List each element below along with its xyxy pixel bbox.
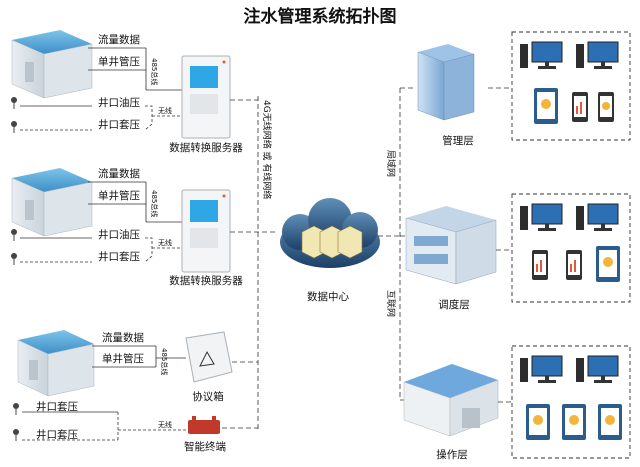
smartphone-icon — [598, 92, 614, 122]
label-flow-data: 流量数据 — [102, 331, 144, 344]
server-stack-icon — [301, 225, 363, 259]
label-wellhead-oil-pressure: 井口油压 — [98, 96, 140, 109]
dispatch-clients-panel — [511, 193, 631, 303]
sensor-icon — [11, 253, 17, 265]
dispatch-layer: 调度层 — [405, 206, 512, 311]
warehouse-icon — [403, 364, 499, 437]
label-wellhead-casing-pressure: 井口套压 — [98, 118, 140, 131]
protocol-box-icon — [185, 331, 233, 383]
office-tower-icon — [417, 44, 475, 121]
label-single-well-pressure: 单井管压 — [98, 189, 140, 202]
label-lan: 局域网 — [385, 150, 397, 177]
sensor-icon — [11, 229, 17, 241]
data-server-icon — [181, 55, 231, 139]
label-flow-data: 流量数据 — [98, 167, 140, 180]
tablet-icon — [596, 246, 620, 282]
label-internet: 互联网 — [385, 290, 396, 317]
office-building-icon — [405, 206, 497, 285]
diagram-title: 注水管理系统拓扑图 — [244, 6, 397, 27]
tablet-icon — [526, 404, 550, 440]
tablet-icon — [562, 404, 586, 440]
data-server-icon — [181, 189, 231, 273]
smart-terminal-icon — [188, 416, 220, 434]
smartphone-icon — [566, 250, 582, 280]
management-clients-panel — [511, 31, 631, 141]
smartphone-icon — [572, 92, 588, 122]
label-flow-data: 流量数据 — [98, 33, 140, 46]
label-dispatch-layer: 调度层 — [438, 298, 470, 311]
label-data-server: 数据转换服务器 — [169, 141, 243, 154]
label-wireless: 无线 — [158, 238, 172, 247]
desktop-computer-icon — [576, 355, 619, 383]
sensor-icon — [11, 97, 17, 109]
station-house-icon — [17, 330, 95, 397]
desktop-computer-icon — [576, 41, 619, 69]
label-data-center: 数据中心 — [307, 290, 349, 303]
label-data-server: 数据转换服务器 — [169, 274, 243, 287]
label-rs485-bus: 485总线 — [160, 348, 169, 375]
label-wireless: 无线 — [158, 420, 172, 429]
label-wellhead-oil-pressure: 井口油压 — [98, 228, 140, 241]
sensor-icon — [13, 403, 19, 415]
label-wellhead-casing-pressure: 井口套压 — [36, 400, 78, 413]
label-wellhead-casing-pressure: 井口套压 — [98, 250, 140, 263]
management-layer: 管理层 — [417, 44, 512, 147]
label-protocol-box: 协议箱 — [192, 390, 224, 403]
desktop-computer-icon — [576, 203, 619, 231]
desktop-computer-icon — [520, 203, 563, 231]
operation-layer: 操作层 — [403, 364, 512, 461]
label-operation-layer: 操作层 — [436, 448, 468, 461]
sensor-icon — [11, 121, 17, 133]
label-rs485-bus: 485总线 — [150, 58, 159, 85]
label-single-well-pressure: 单井管压 — [102, 352, 144, 365]
station-2: 流量数据 单井管压 485总线 井口油压 井口套压 无线 数据转换服务器 — [11, 167, 278, 287]
data-center: 数据中心 — [280, 198, 400, 303]
tablet-icon — [534, 88, 558, 124]
station-house-icon — [11, 30, 93, 99]
station-house-icon — [11, 168, 93, 237]
label-rs485-bus: 485总线 — [150, 190, 159, 217]
tablet-icon — [598, 404, 622, 440]
sensor-icon — [13, 429, 19, 441]
label-network-4g: 4G无线网络 或 有线网络 — [261, 100, 273, 199]
station-3: 流量数据 单井管压 485总线 协议箱 井口套压 井口套压 无线 智能终端 — [13, 330, 258, 453]
desktop-computer-icon — [520, 41, 563, 69]
label-wellhead-casing-pressure: 井口套压 — [36, 428, 78, 441]
operation-clients-panel — [511, 345, 631, 459]
label-management-layer: 管理层 — [442, 134, 474, 147]
label-wireless: 无线 — [158, 106, 172, 115]
station-1: 流量数据 单井管压 485总线 井口油压 井口套压 无线 数据转换服务器 — [11, 30, 258, 154]
label-smart-terminal: 智能终端 — [184, 440, 226, 453]
desktop-computer-icon — [520, 355, 563, 383]
label-single-well-pressure: 单井管压 — [98, 55, 140, 68]
smartphone-icon — [532, 250, 548, 280]
